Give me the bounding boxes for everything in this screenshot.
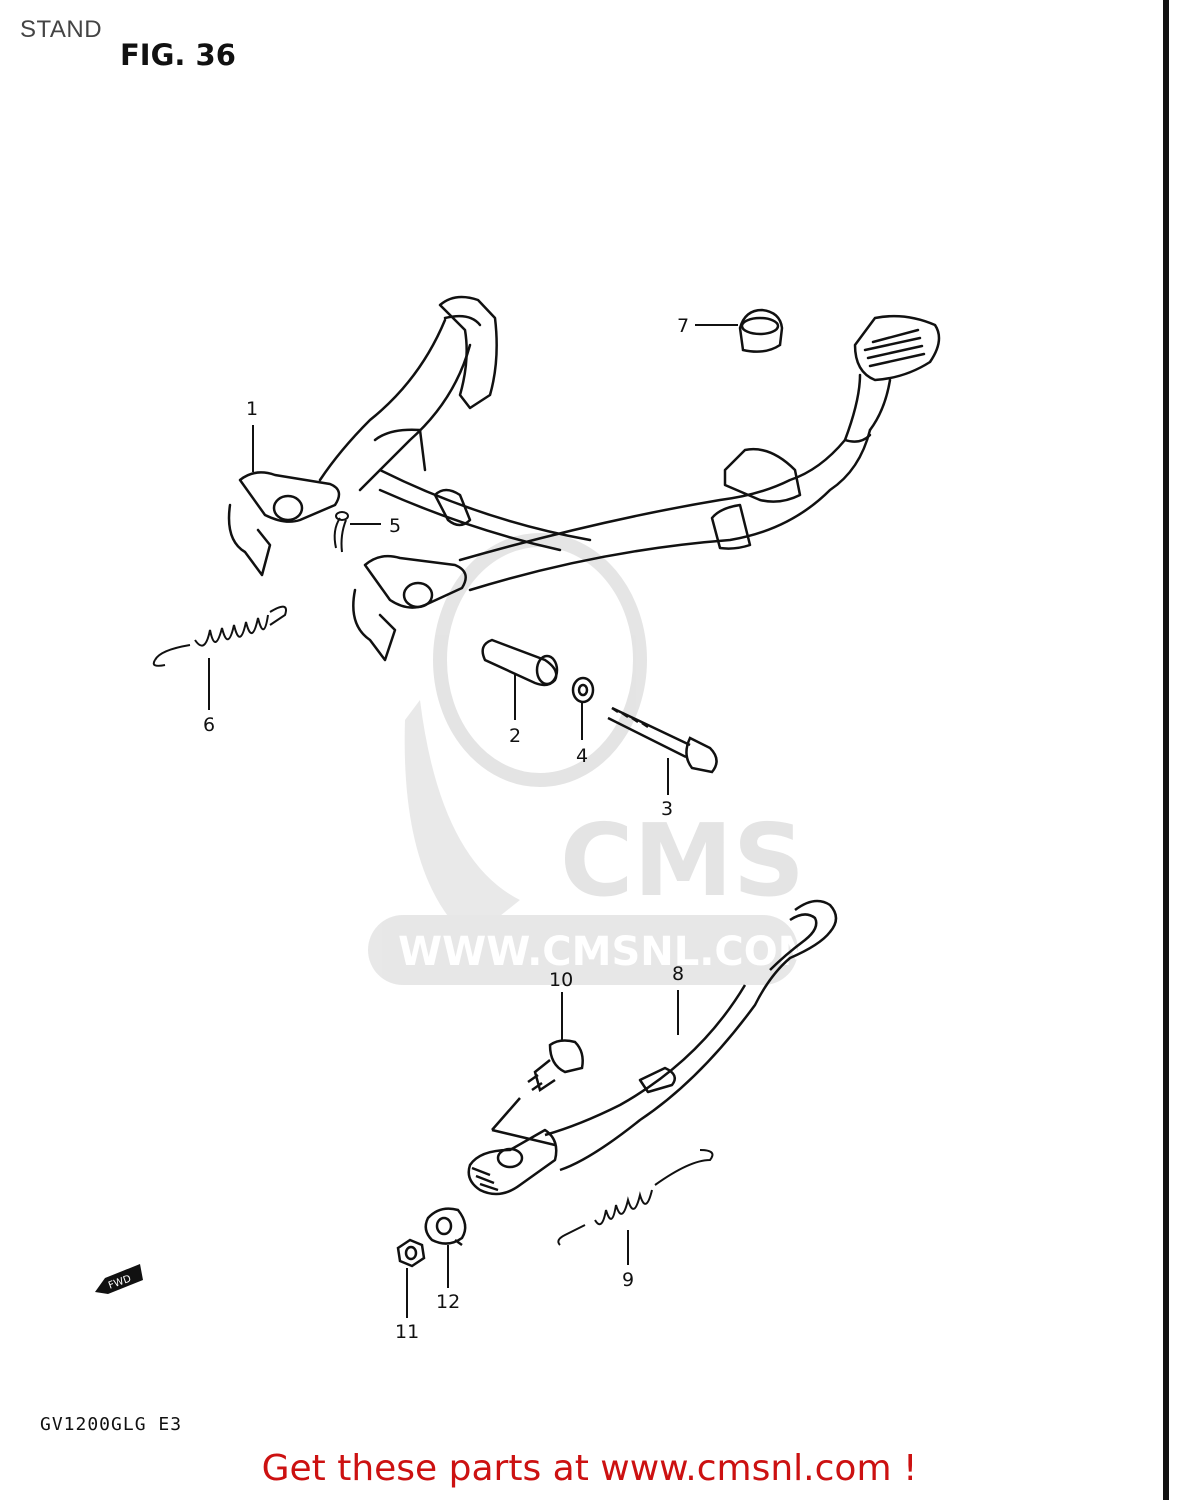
part-4-washer[interactable] — [571, 676, 595, 704]
fwd-arrow-icon: FWD — [95, 1264, 143, 1294]
model-code: GV1200GLG E3 — [40, 1414, 183, 1435]
part-12-collar[interactable] — [424, 1207, 467, 1247]
callout-8: 8 — [672, 963, 684, 985]
callout-5: 5 — [389, 515, 401, 537]
figure-title: FIG. 36 — [120, 38, 236, 72]
watermark-mascot-head — [433, 533, 647, 787]
promo-link[interactable]: Get these parts at www.cmsnl.com ! — [261, 1448, 918, 1489]
callout-4: 4 — [576, 745, 588, 767]
watermark: CMS WWW.CMSNL.COM — [368, 533, 818, 985]
callout-7: 7 — [677, 315, 689, 337]
watermark-mascot-body — [404, 700, 520, 940]
part-6-spring[interactable] — [152, 605, 287, 667]
callout-2: 2 — [509, 725, 521, 747]
callouts: 1 2 3 4 5 6 7 8 9 10 11 12 — [203, 315, 689, 1343]
callout-6: 6 — [203, 714, 215, 736]
page-edge-border — [1163, 0, 1169, 1500]
part-3-bolt[interactable] — [607, 706, 718, 774]
callout-10: 10 — [549, 969, 573, 991]
watermark-logo-text: CMS — [560, 802, 805, 919]
part-11-nut[interactable] — [396, 1238, 426, 1268]
part-5-cotter-pin[interactable] — [333, 511, 349, 553]
leader-lines — [208, 324, 738, 1318]
callout-11: 11 — [395, 1321, 419, 1343]
watermark-url-band — [368, 915, 798, 985]
part-1-center-stand[interactable] — [227, 295, 941, 662]
callout-1: 1 — [246, 398, 258, 420]
part-2-pivot-shaft[interactable] — [481, 638, 559, 687]
part-7-stopper-rubber[interactable] — [738, 308, 784, 353]
part-10-bolt[interactable] — [527, 1039, 584, 1092]
page-label: STAND — [20, 16, 103, 43]
part-9-spring[interactable] — [557, 1149, 714, 1246]
callout-3: 3 — [661, 798, 673, 820]
watermark-url-text: WWW.CMSNL.COM — [398, 929, 818, 975]
callout-9: 9 — [622, 1269, 634, 1291]
callout-12: 12 — [436, 1291, 460, 1313]
part-8-side-stand[interactable] — [467, 899, 838, 1196]
